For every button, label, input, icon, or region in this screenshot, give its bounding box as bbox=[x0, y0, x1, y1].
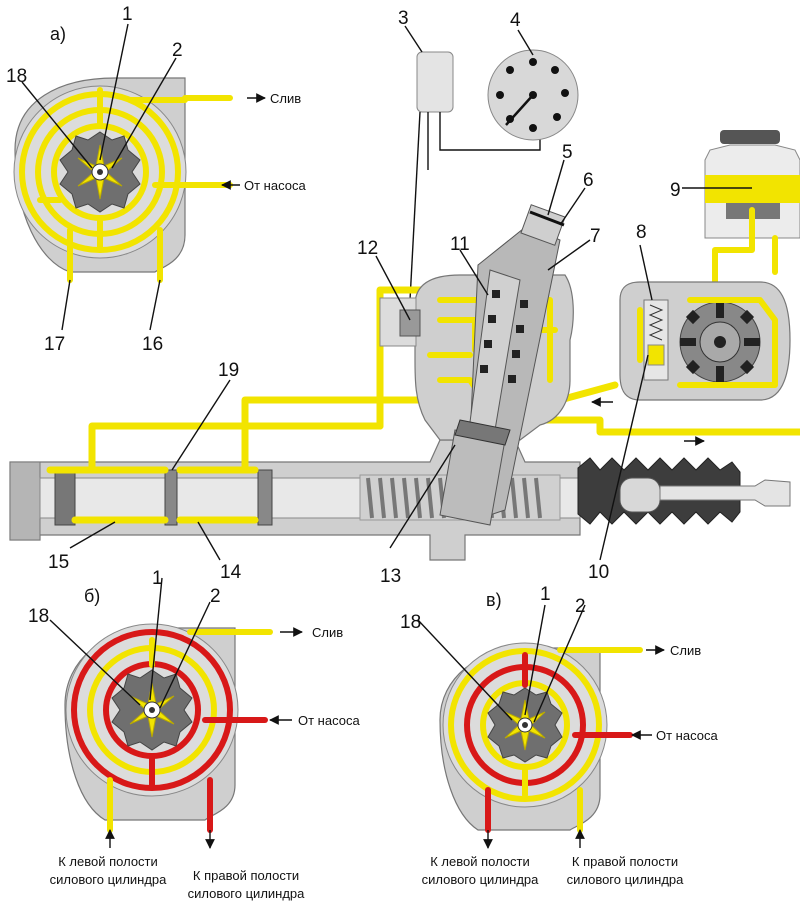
part-number-19: 19 bbox=[218, 360, 239, 381]
part-number-17: 17 bbox=[44, 334, 65, 355]
left-cavity-label-b-2: силового цилиндра bbox=[50, 872, 168, 887]
part-number-11: 11 bbox=[450, 234, 470, 255]
drain-label-c: Слив bbox=[670, 643, 701, 658]
part-number-18c: 18 bbox=[400, 612, 421, 633]
part-number-14: 14 bbox=[220, 562, 242, 583]
panel-label-b: б) bbox=[84, 586, 100, 606]
drain-label-b: Слив bbox=[312, 625, 343, 640]
part-number-2c: 2 bbox=[575, 596, 586, 617]
drain-label-a: Слив bbox=[270, 91, 301, 106]
part-number-6: 6 bbox=[583, 170, 594, 191]
right-cavity-label-c-1: К правой полости bbox=[572, 854, 678, 869]
valve-right-turn-diagram bbox=[439, 642, 643, 833]
part-number-8: 8 bbox=[636, 222, 647, 243]
part-number-9: 9 bbox=[670, 180, 681, 201]
part-number-1a: 1 bbox=[122, 4, 133, 25]
steering-rack-assembly bbox=[9, 439, 791, 561]
part-number-18a: 18 bbox=[6, 66, 27, 87]
from-pump-label-c: От насоса bbox=[656, 728, 718, 743]
right-cavity-label-b-2: силового цилиндра bbox=[188, 886, 306, 901]
part-number-1c: 1 bbox=[540, 584, 551, 605]
right-cavity-label-b-1: К правой полости bbox=[193, 868, 299, 883]
part-number-1b: 1 bbox=[152, 568, 163, 589]
sensor-box bbox=[416, 51, 454, 113]
part-number-16: 16 bbox=[142, 334, 163, 355]
part-number-2b: 2 bbox=[210, 586, 221, 607]
part-number-18b: 18 bbox=[28, 606, 49, 627]
part-number-4: 4 bbox=[510, 10, 521, 31]
left-cavity-label-c-1: К левой полости bbox=[430, 854, 530, 869]
part-number-10: 10 bbox=[588, 562, 609, 583]
gauge-needle bbox=[505, 94, 534, 126]
leader-lines bbox=[21, 23, 752, 723]
part-number-15: 15 bbox=[48, 552, 69, 573]
right-cavity-label-c-2: силового цилиндра bbox=[567, 872, 685, 887]
from-pump-label-b: От насоса bbox=[298, 713, 360, 728]
part-number-5: 5 bbox=[562, 142, 573, 163]
part-number-7: 7 bbox=[590, 226, 601, 247]
valve-left-turn-diagram bbox=[64, 623, 273, 833]
valve-neutral-diagram bbox=[13, 77, 233, 283]
part-number-12: 12 bbox=[357, 238, 378, 259]
panel-label-a: а) bbox=[50, 24, 66, 44]
part-numbers: 1 2 18 17 16 3 4 5 6 7 8 9 10 11 12 13 1… bbox=[6, 4, 681, 633]
part-number-3: 3 bbox=[398, 8, 409, 29]
left-cavity-label-c-2: силового цилиндра bbox=[422, 872, 540, 887]
left-cavity-label-b-1: К левой полости bbox=[58, 854, 158, 869]
panel-label-c: в) bbox=[486, 590, 502, 610]
from-pump-label-a: От насоса bbox=[244, 178, 306, 193]
part-number-2a: 2 bbox=[172, 40, 183, 61]
part-number-13: 13 bbox=[380, 566, 401, 587]
